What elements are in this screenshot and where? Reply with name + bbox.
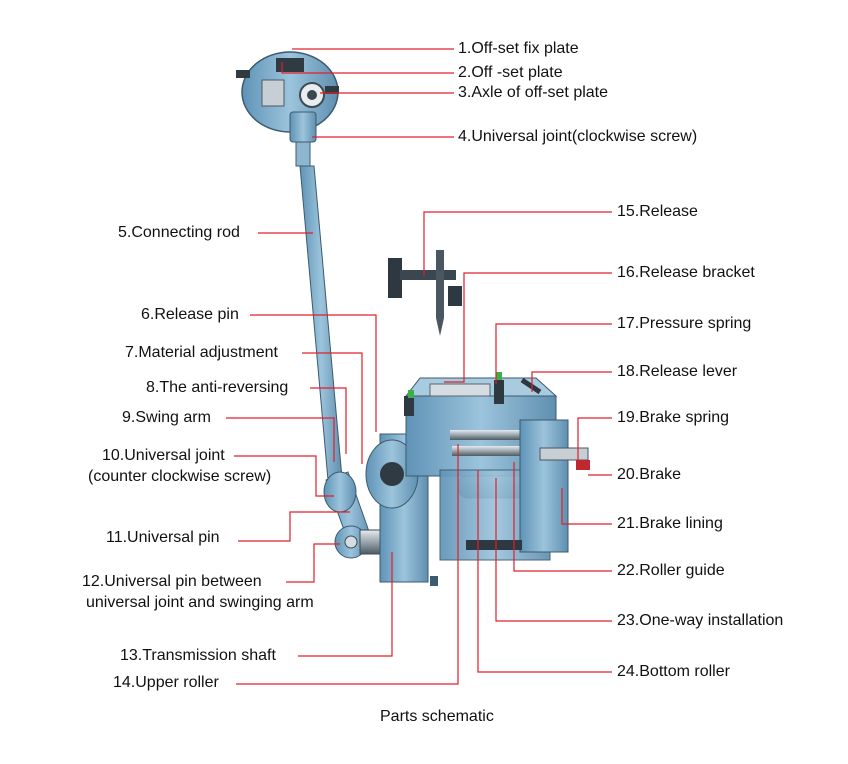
label-brake-spring: 19.Brake spring — [617, 409, 730, 426]
leader-23 — [495, 478, 612, 622]
label-universal-pin-between: 12.Universal pin between — [82, 573, 262, 590]
label-universal-pin-between-2: universal joint and swinging arm — [86, 594, 314, 611]
label-swing-arm: 9.Swing arm — [122, 409, 211, 426]
diagram-caption: Parts schematic — [380, 708, 494, 725]
leader-11 — [238, 511, 350, 542]
leader-17 — [495, 323, 612, 384]
leader-24 — [477, 470, 612, 673]
label-anti-reversing: 8.The anti-reversing — [146, 379, 289, 396]
label-release-pin: 6.Release pin — [141, 306, 239, 323]
label-universal-pin: 11.Universal pin — [106, 529, 220, 546]
label-bottom-roller: 24.Bottom roller — [617, 663, 730, 680]
label-offset-fix-plate: 1.Off-set fix plate — [458, 40, 579, 57]
leader-9 — [226, 417, 335, 462]
leader-2 — [281, 62, 454, 74]
offset-plate-assembly — [236, 51, 339, 167]
leader-19 — [577, 417, 612, 460]
label-offset-plate: 2.Off -set plate — [458, 64, 563, 81]
leader-7 — [302, 352, 363, 464]
leader-22 — [513, 462, 612, 572]
label-transmission-shaft: 13.Transmission shaft — [120, 647, 276, 664]
label-brake: 20.Brake — [617, 466, 682, 483]
leader-6 — [250, 314, 377, 432]
label-axle-offset-plate: 3.Axle of off-set plate — [458, 84, 609, 101]
label-release-lever: 18.Release lever — [617, 363, 738, 380]
label-one-way-installation: 23.One-way installation — [617, 612, 784, 629]
label-release-bracket: 16.Release bracket — [617, 264, 755, 281]
label-connecting-rod: 5.Connecting rod — [118, 224, 240, 241]
leader-12 — [286, 543, 340, 583]
label-brake-lining: 21.Brake lining — [617, 515, 723, 532]
label-universal-joint-clockwise: 4.Universal joint(clockwise screw) — [458, 128, 698, 145]
leader-18 — [531, 371, 612, 392]
leader-13 — [298, 552, 393, 657]
label-upper-roller: 14.Upper roller — [113, 674, 219, 691]
label-universal-joint-ccw-note: (counter clockwise screw) — [88, 468, 272, 485]
leader-8 — [310, 387, 347, 454]
leader-15 — [423, 211, 612, 276]
leader-10 — [234, 455, 334, 497]
leader-16 — [444, 272, 612, 383]
feeder-body — [365, 372, 590, 586]
label-universal-joint-ccw: 10.Universal joint — [102, 447, 225, 464]
label-roller-guide: 22.Roller guide — [617, 562, 725, 579]
label-material-adjustment: 7.Material adjustment — [125, 344, 278, 361]
leader-21 — [561, 488, 612, 525]
label-release: 15.Release — [617, 203, 698, 220]
label-pressure-spring: 17.Pressure spring — [617, 315, 752, 332]
leader-14 — [236, 444, 459, 685]
release-bracket-part — [388, 250, 462, 336]
